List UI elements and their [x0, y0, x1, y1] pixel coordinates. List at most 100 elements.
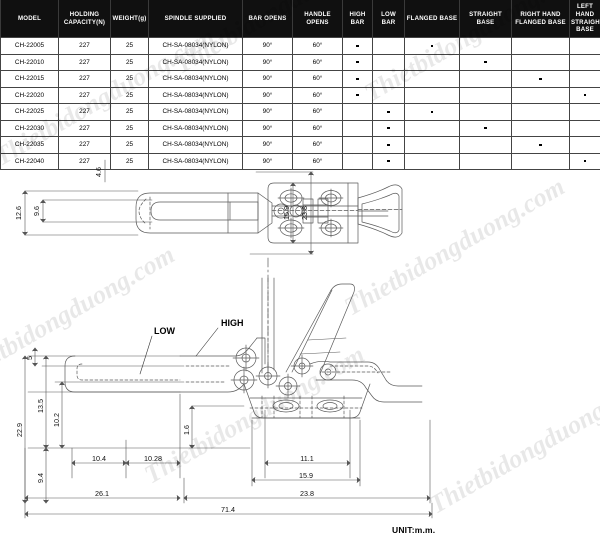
cell-spindle: CH-SA-08034(NYLON) [148, 103, 243, 121]
cell-holding-capacity: 227 [58, 136, 111, 154]
dim-26-1: 26.1 [95, 489, 109, 498]
availability-dot [356, 94, 359, 97]
cell-weight: 25 [110, 53, 149, 72]
mounting-holes-top-view [277, 187, 344, 239]
cell-bar-opens: 90° [242, 70, 293, 88]
column-header-left-hand-straight-base: LEFT HAND STRAIGHT BASE [569, 0, 600, 38]
availability-dot [356, 44, 359, 47]
cell-straight-base [459, 86, 512, 105]
cell-weight: 25 [110, 152, 149, 171]
dim-9-6: 9.6 [32, 206, 41, 216]
cell-left-hand-straight-base [569, 53, 600, 72]
cell-high-bar [342, 70, 373, 88]
cell-weight: 25 [110, 37, 149, 55]
cell-handle-opens: 60° [292, 86, 343, 105]
cell-right-hand-flanged-base [511, 70, 570, 88]
cell-flanged-base [404, 86, 460, 105]
side-view-dimension-lines [22, 347, 433, 519]
cell-low-bar [372, 119, 405, 138]
cell-bar-opens: 90° [242, 37, 293, 55]
cell-spindle: CH-SA-08034(NYLON) [148, 86, 243, 105]
cell-low-bar [372, 136, 405, 154]
cell-left-hand-straight-base [569, 70, 600, 88]
cell-bar-opens: 90° [242, 86, 293, 105]
unit-label: UNIT:m.m. [392, 525, 436, 535]
cell-right-hand-flanged-base [511, 103, 570, 121]
dim-22-9: 22.9 [15, 423, 24, 437]
cell-model: CH-22005 [0, 37, 59, 55]
cell-flanged-base [404, 53, 460, 72]
cell-handle-opens: 60° [292, 152, 343, 171]
cell-high-bar [342, 53, 373, 72]
dim-4-6: 4.6 [94, 167, 103, 177]
cell-straight-base [459, 70, 512, 88]
availability-dot [387, 143, 390, 146]
column-header-handle-opens: HANDLE OPENS [292, 0, 343, 38]
availability-dot [539, 143, 542, 146]
cell-bar-opens: 90° [242, 53, 293, 72]
column-header-right-hand-flanged-base: RIGHT HAND FLANGED BASE [511, 0, 570, 38]
table-header-row: MODEL HOLDING CAPACITY(N) WEIGHT(g) SPIN… [0, 0, 600, 38]
dim-9-4: 9.4 [36, 473, 45, 483]
cell-bar-opens: 90° [242, 119, 293, 138]
cell-low-bar [372, 53, 405, 72]
dim-23-8-top: 23.8 [300, 206, 309, 220]
cell-right-hand-flanged-base [511, 119, 570, 138]
cell-low-bar [372, 37, 405, 55]
drawing-canvas: 12.6 9.6 4.6 15.9 23.8 5 13.5 10.2 22.9 … [14, 159, 433, 519]
cell-holding-capacity: 227 [58, 119, 111, 138]
column-header-high-bar: HIGH BAR [342, 0, 373, 38]
cell-left-hand-straight-base [569, 136, 600, 154]
cell-high-bar [342, 136, 373, 154]
column-header-spindle-supplied: SPINDLE SUPPLIED [148, 0, 243, 38]
cell-bar-opens: 90° [242, 103, 293, 121]
cell-model: CH-22030 [0, 119, 59, 138]
dim-10-28: 10.28 [144, 454, 162, 463]
cell-spindle: CH-SA-08034(NYLON) [148, 119, 243, 138]
cell-handle-opens: 60° [292, 37, 343, 55]
dim-10-2: 10.2 [52, 413, 61, 427]
cell-spindle: CH-SA-08034(NYLON) [148, 37, 243, 55]
cell-straight-base [459, 53, 512, 72]
top-view-dimension-text: 12.6 9.6 4.6 15.9 23.8 [14, 167, 309, 220]
callout-low: LOW [154, 326, 175, 336]
cell-left-hand-straight-base [569, 86, 600, 105]
dim-10-4: 10.4 [92, 454, 106, 463]
availability-dot [356, 61, 359, 64]
callout-leader-lines [139, 327, 219, 375]
dim-11-1: 11.1 [300, 454, 313, 463]
cell-holding-capacity: 227 [58, 152, 111, 171]
dim-71-4: 71.4 [221, 505, 235, 514]
callout-text: HIGH LOW [154, 318, 244, 336]
top-view-plan [135, 182, 403, 244]
cell-model: CH-22040 [0, 152, 59, 171]
column-header-weight: WEIGHT(g) [110, 0, 149, 38]
callout-high: HIGH [221, 318, 244, 328]
specification-table: MODEL HOLDING CAPACITY(N) WEIGHT(g) SPIN… [0, 0, 600, 171]
cell-high-bar [342, 103, 373, 121]
dim-5: 5 [25, 356, 34, 360]
availability-dot [356, 77, 359, 80]
cell-spindle: CH-SA-08034(NYLON) [148, 152, 243, 171]
column-header-model: MODEL [0, 0, 59, 38]
cell-low-bar [372, 152, 405, 171]
cell-weight: 25 [110, 70, 149, 88]
cell-right-hand-flanged-base [511, 37, 570, 55]
cell-flanged-base [404, 103, 460, 121]
top-view-dimension-lines [22, 159, 314, 255]
cell-left-hand-straight-base [569, 37, 600, 55]
availability-dot [539, 77, 542, 80]
cell-holding-capacity: 227 [58, 70, 111, 88]
cell-holding-capacity: 227 [58, 103, 111, 121]
cell-model: CH-22035 [0, 136, 59, 154]
cell-handle-opens: 60° [292, 53, 343, 72]
cell-flanged-base [404, 136, 460, 154]
cell-handle-opens: 60° [292, 70, 343, 88]
cell-right-hand-flanged-base [511, 53, 570, 72]
cell-holding-capacity: 227 [58, 86, 111, 105]
side-elevation-view [64, 257, 423, 419]
